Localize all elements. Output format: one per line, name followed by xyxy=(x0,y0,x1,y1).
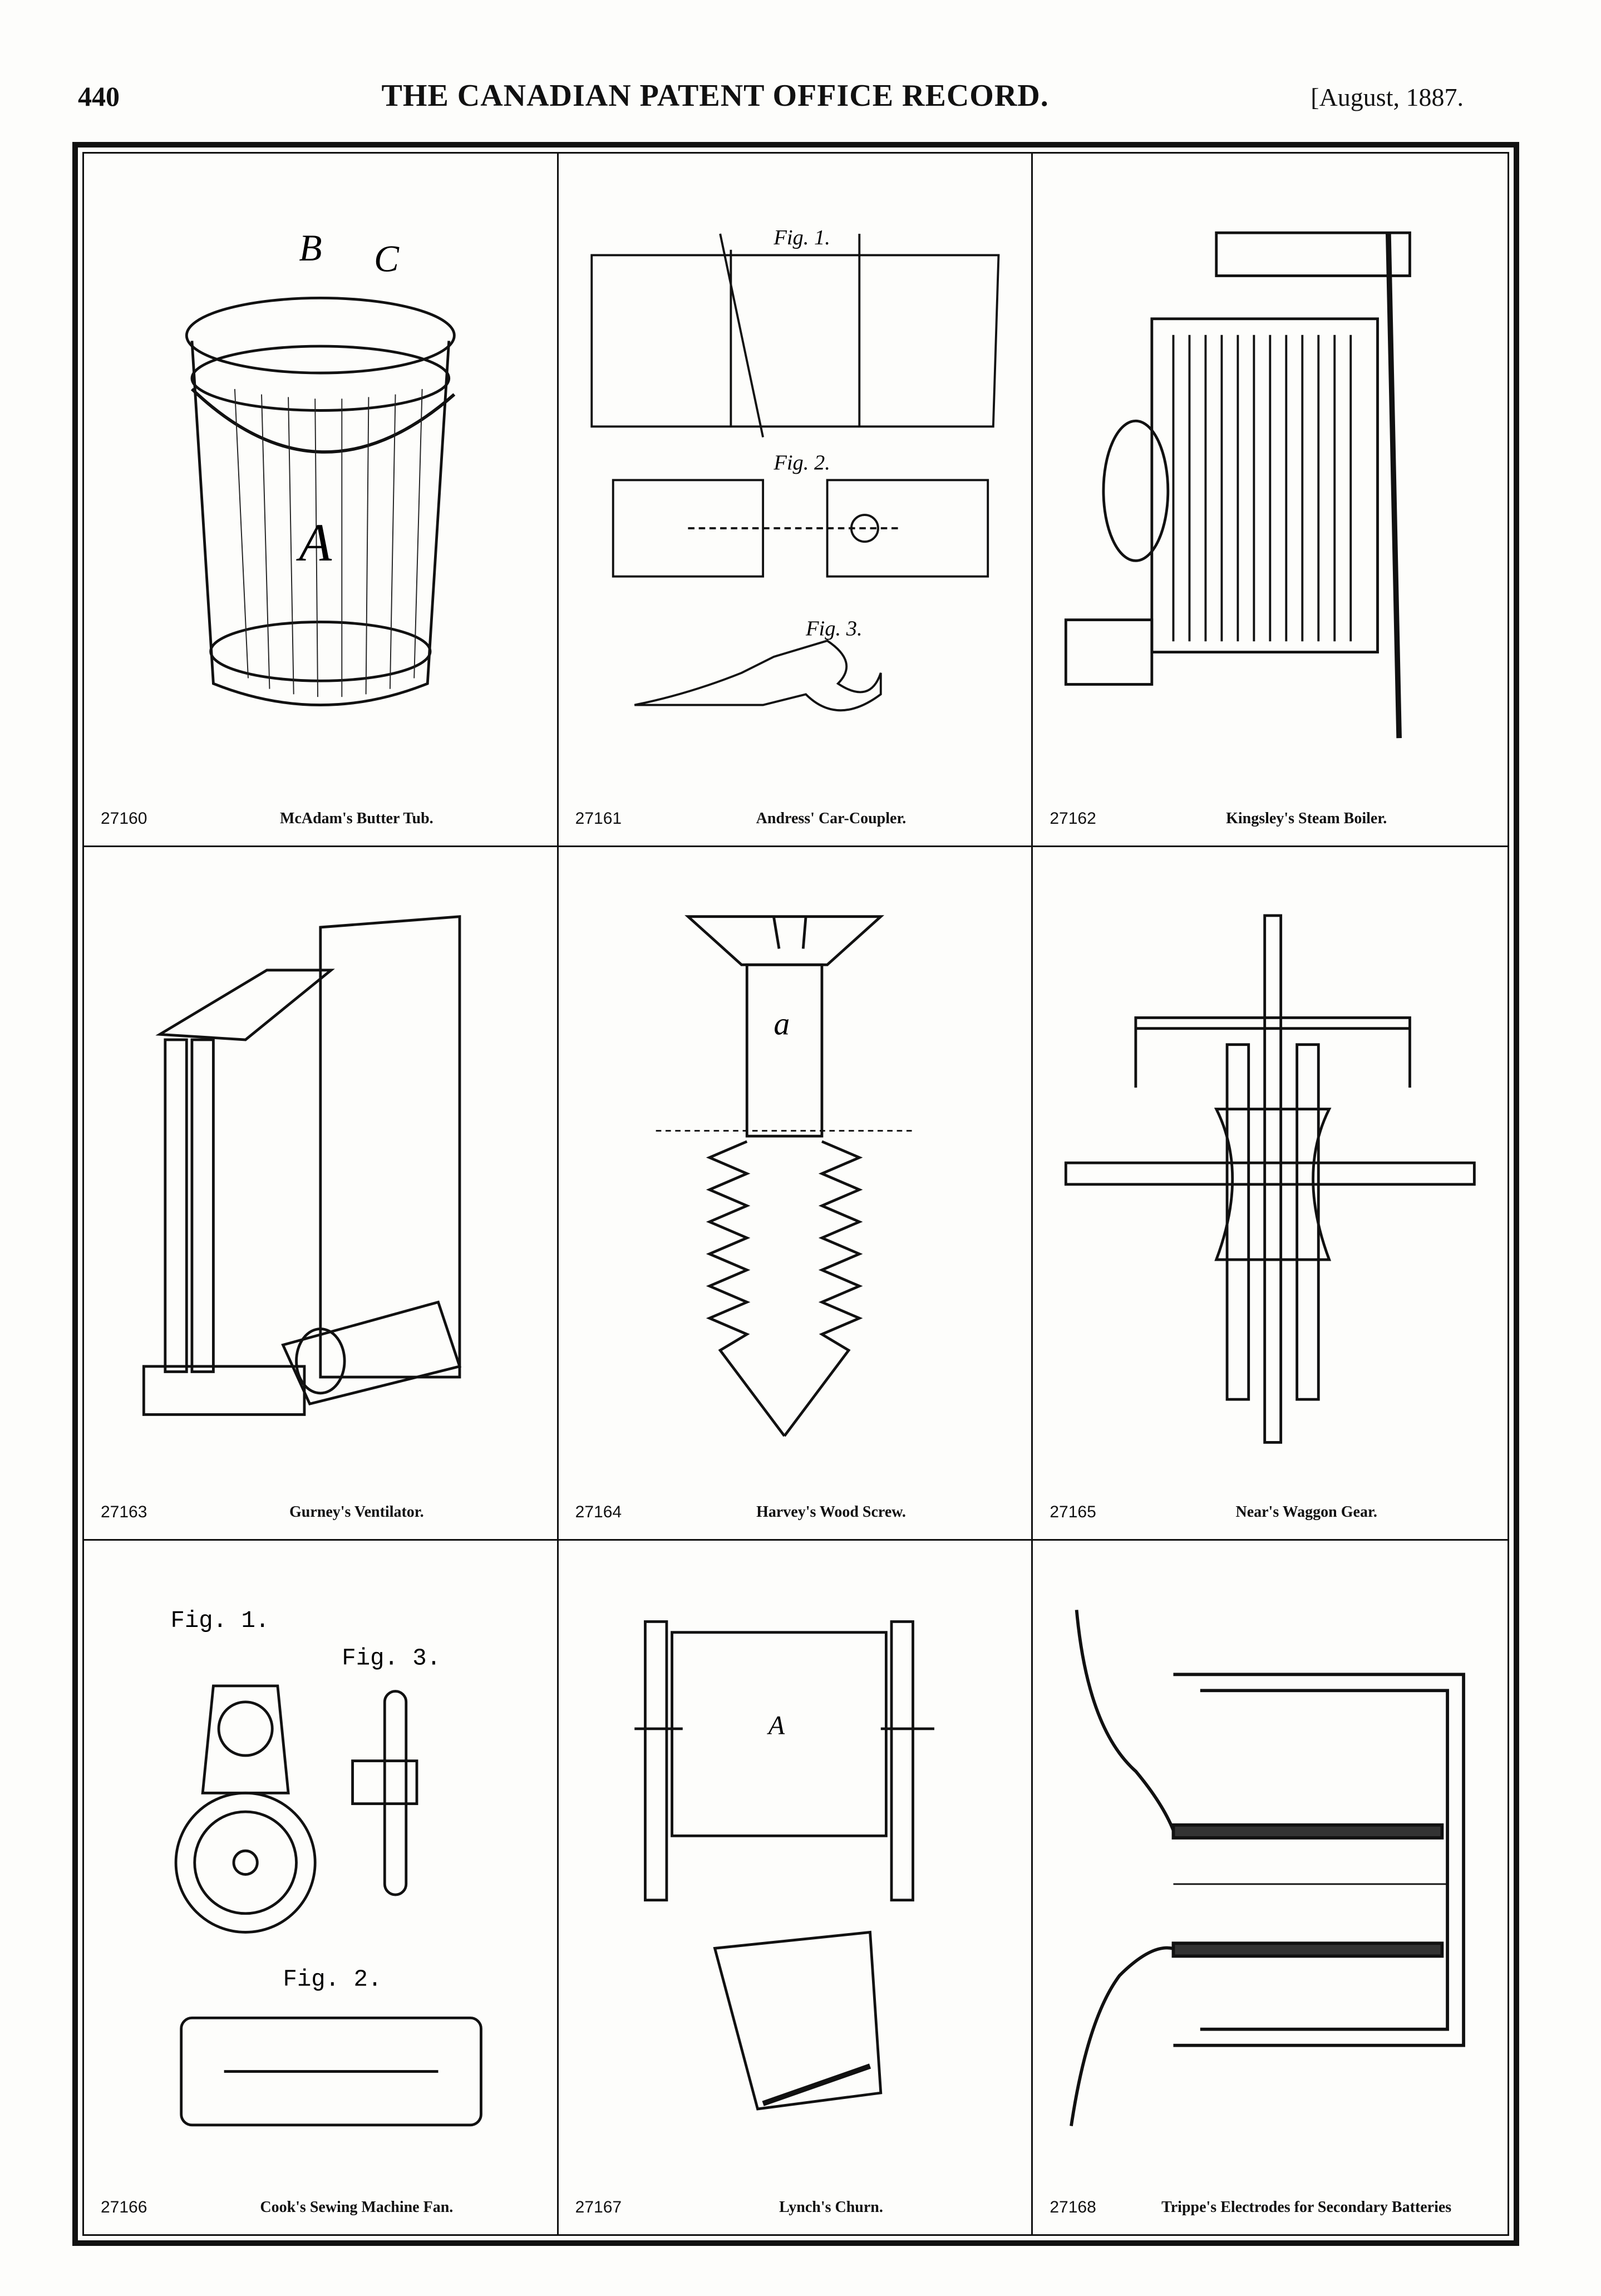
patent-cell-27162: 27162 Kingsley's Steam Boiler. xyxy=(1033,154,1508,847)
patent-cell-27163: 27163 Gurney's Ventilator. xyxy=(84,847,559,1541)
patent-title: Near's Waggon Gear. xyxy=(1235,1503,1377,1521)
patent-cell-27168: 27168 Trippe's Electrodes for Secondary … xyxy=(1033,1541,1508,2234)
patent-title: McAdam's Butter Tub. xyxy=(280,810,433,827)
caption: 27165 Near's Waggon Gear. xyxy=(1050,1496,1496,1529)
tub-label-b: B xyxy=(299,227,322,269)
fan-fig1-label: Fig. 1. xyxy=(170,1607,269,1634)
waggon-gear-illustration xyxy=(1065,914,1476,1444)
patent-number: 27163 xyxy=(101,1503,147,1521)
caption: 27162 Kingsley's Steam Boiler. xyxy=(1050,802,1496,835)
fan-fig3-label: Fig. 3. xyxy=(342,1645,441,1671)
patent-title: Cook's Sewing Machine Fan. xyxy=(260,2199,454,2216)
fan-fig2-label: Fig. 2. xyxy=(283,1966,382,1993)
coupler-fig2-label: Fig. 2. xyxy=(773,451,830,474)
coupler-fig3-label: Fig. 3. xyxy=(805,617,863,641)
patent-cell-27164: a 27164 Harvey's Wood Screw. xyxy=(558,847,1033,1541)
electrodes-illustration xyxy=(1070,1610,1466,2127)
churn-label-a: A xyxy=(766,1710,785,1740)
patent-cell-27167: A 27167 Lynch's Churn. xyxy=(559,1541,1033,2234)
patent-grid: B C A 27160 McAdam's Butter Tub. xyxy=(82,152,1509,2236)
patent-number: 27166 xyxy=(101,2198,147,2216)
patent-number: 27167 xyxy=(575,2198,622,2216)
patent-title: Kingsley's Steam Boiler. xyxy=(1226,810,1387,827)
issue-date: [August, 1887. xyxy=(1311,83,1464,111)
caption: 27164 Harvey's Wood Screw. xyxy=(575,1496,1021,1529)
car-coupler-illustration: Fig. 1. Fig. 2. Fig. 3. xyxy=(590,226,1000,711)
patent-cell-27160: B C A 27160 McAdam's Butter Tub. xyxy=(84,154,559,847)
tub-label-c: C xyxy=(374,238,400,279)
page-header: 440 THE CANADIAN PATENT OFFICE RECORD. [… xyxy=(78,78,1464,128)
sewing-machine-fan-illustration: Fig. 1. Fig. 3. Fig. 2. xyxy=(170,1607,482,2127)
caption: 27161 Andress' Car-Coupler. xyxy=(575,802,1021,835)
journal-title: THE CANADIAN PATENT OFFICE RECORD. xyxy=(381,78,1049,113)
tub-label-a: A xyxy=(295,513,332,572)
caption: 27167 Lynch's Churn. xyxy=(575,2191,1021,2224)
patent-cell-27165: 27165 Near's Waggon Gear. xyxy=(1033,847,1508,1541)
patent-cell-27166: Fig. 1. Fig. 3. Fig. 2. 27166 Cook's Sew… xyxy=(84,1541,559,2234)
caption: 27168 Trippe's Electrodes for Secondary … xyxy=(1050,2191,1496,2224)
ventilator-illustration xyxy=(142,915,462,1416)
caption: 27166 Cook's Sewing Machine Fan. xyxy=(101,2191,546,2224)
screw-label-a: a xyxy=(774,1006,790,1041)
wood-screw-illustration: a xyxy=(656,915,913,1437)
patent-title: Andress' Car-Coupler. xyxy=(756,810,907,827)
patent-number: 27168 xyxy=(1050,2198,1096,2216)
butter-tub-illustration: B C A xyxy=(185,227,456,706)
patent-plate-frame: B C A 27160 McAdam's Butter Tub. xyxy=(72,142,1519,2246)
patent-title: Gurney's Ventilator. xyxy=(289,1503,424,1521)
caption: 27160 McAdam's Butter Tub. xyxy=(101,802,546,835)
patent-number: 27164 xyxy=(575,1503,622,1521)
caption: 27163 Gurney's Ventilator. xyxy=(101,1496,546,1529)
coupler-fig1-label: Fig. 1. xyxy=(773,226,830,249)
patent-title: Lynch's Churn. xyxy=(779,2199,883,2216)
patent-number: 27162 xyxy=(1050,809,1096,828)
page-number: 440 xyxy=(78,81,120,112)
patent-title: Trippe's Electrodes for Secondary Batter… xyxy=(1161,2199,1452,2216)
patent-cell-27161: Fig. 1. Fig. 2. Fig. 3. 27161 Andress' C… xyxy=(558,154,1033,847)
steam-boiler-illustration xyxy=(1065,231,1412,739)
patent-number: 27165 xyxy=(1050,1503,1096,1521)
churn-illustration: A xyxy=(634,1620,934,2111)
patent-title: Harvey's Wood Screw. xyxy=(756,1503,906,1521)
patent-number: 27161 xyxy=(575,809,622,828)
patent-number: 27160 xyxy=(101,809,147,828)
